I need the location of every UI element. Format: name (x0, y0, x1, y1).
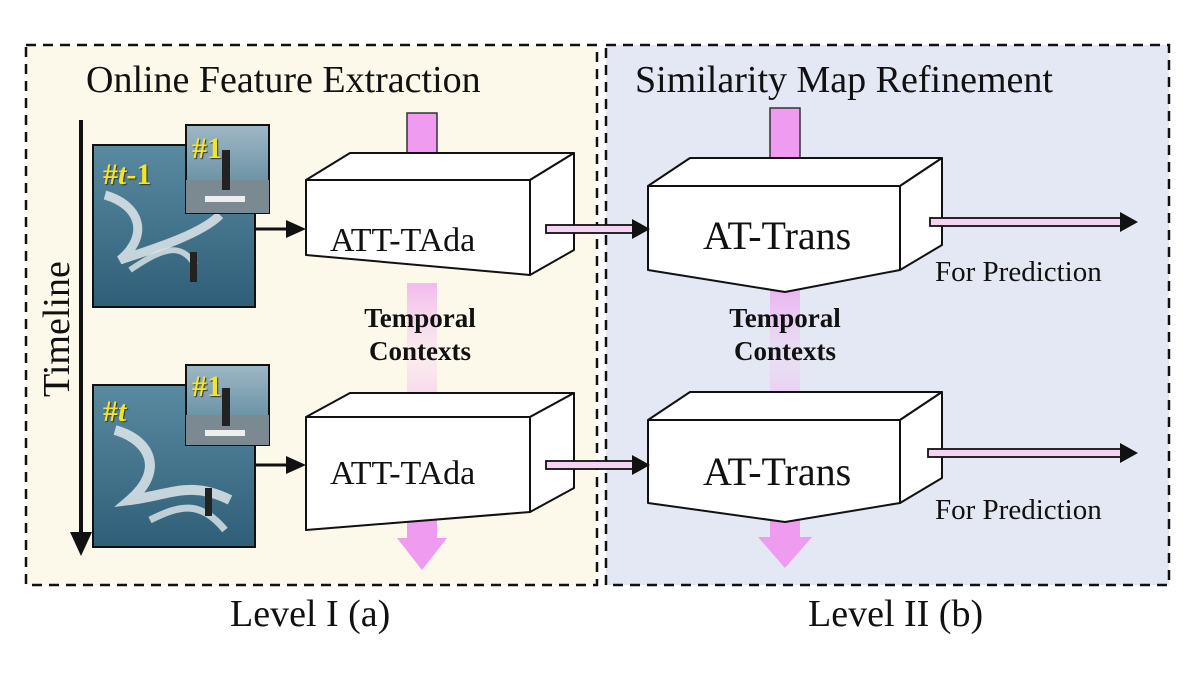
att-tada-block-top (305, 152, 575, 276)
for-prediction-top: For Prediction (935, 256, 1102, 288)
level-caption-left: Level I (a) (230, 593, 391, 635)
timeline-label: Timeline (36, 261, 78, 397)
timeline-arrow (70, 120, 92, 556)
frame-tag-ref-top: #1 (192, 132, 222, 165)
reference-frame-bottom (185, 364, 270, 446)
att-tada-block-bottom (305, 392, 575, 531)
flow-arrow-bottom (545, 455, 650, 475)
frame-tag-ref-bottom: #1 (192, 370, 222, 403)
right-panel-title: Similarity Map Refinement (635, 59, 1053, 101)
temporal-contexts-right-line1: Temporal (729, 303, 841, 333)
for-prediction-bottom: For Prediction (935, 494, 1102, 526)
flow-arrow-top (545, 219, 650, 239)
temporal-contexts-left: Temporal Contexts (340, 302, 500, 368)
att-tada-label-top: ATT-TAda (330, 222, 476, 259)
att-tada-label-bottom: ATT-TAda (330, 455, 476, 492)
temporal-contexts-right-line2: Contexts (734, 336, 836, 366)
output-arrow-bottom (927, 443, 1138, 463)
level-caption-right: Level II (b) (808, 593, 984, 635)
at-trans-block-top (647, 157, 943, 293)
temporal-contexts-left-line2: Contexts (369, 336, 471, 366)
frame-tag-t-minus-1: #t-1 (103, 158, 152, 191)
frame-to-att-arrow-top (256, 220, 306, 238)
at-trans-label-bottom: AT-Trans (703, 449, 852, 494)
temporal-contexts-left-line1: Temporal (364, 303, 476, 333)
at-trans-block-bottom (647, 391, 943, 523)
reference-frame-top (185, 124, 270, 214)
at-trans-label-top: AT-Trans (703, 213, 852, 258)
output-arrow-top (929, 212, 1138, 232)
frame-to-att-arrow-bottom (256, 456, 306, 474)
frame-tag-t: #t (103, 395, 127, 428)
left-panel-title: Online Feature Extraction (86, 59, 481, 101)
temporal-contexts-right: Temporal Contexts (705, 302, 865, 368)
